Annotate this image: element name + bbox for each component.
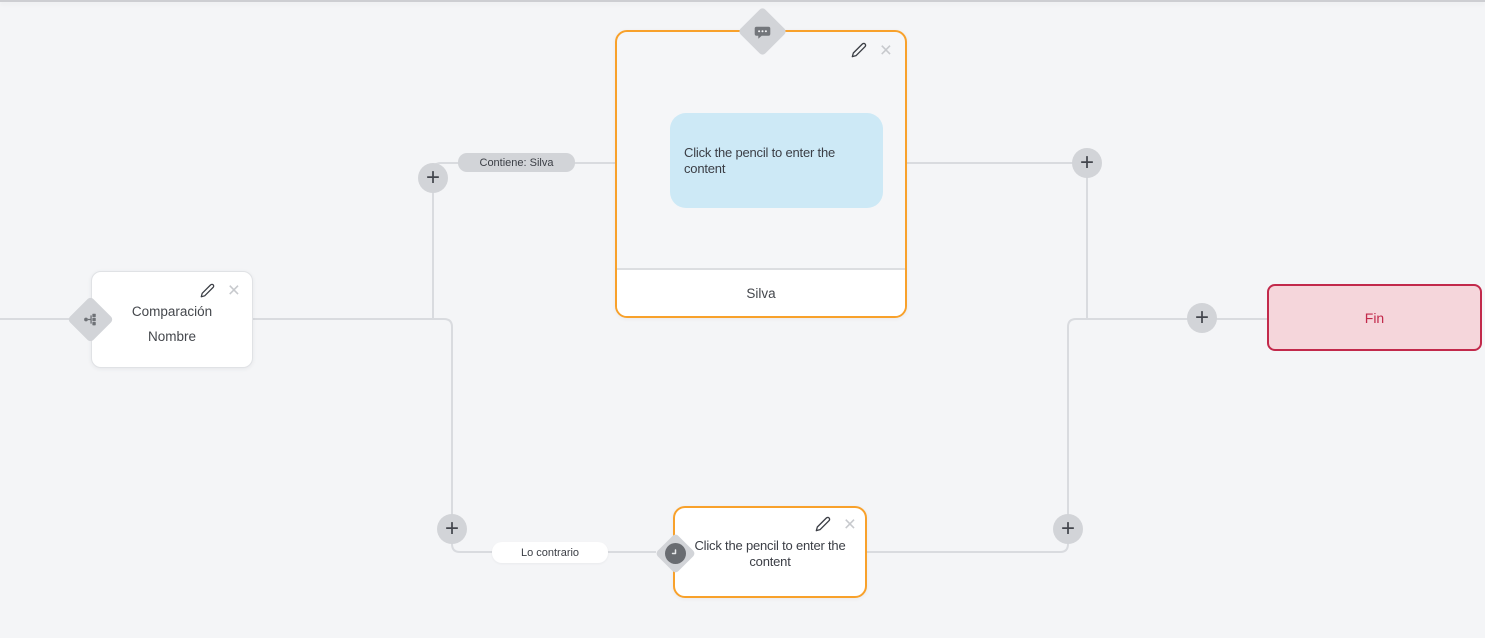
end-node[interactable]: Fin xyxy=(1267,284,1482,351)
edge-reply-to-end xyxy=(865,318,1268,553)
clock-icon xyxy=(665,543,686,564)
edge-label-otherwise: Lo contrario xyxy=(492,542,608,563)
chat-bubble-icon xyxy=(754,23,772,41)
edge-condition-to-reply xyxy=(253,318,656,553)
add-node-button-top-left[interactable]: + xyxy=(418,163,448,193)
condition-title-line1: Comparación xyxy=(131,304,213,319)
edge-condition-to-message xyxy=(432,162,616,318)
edge-label-contains: Contiene: Silva xyxy=(458,153,575,172)
condition-diamond-badge xyxy=(67,296,114,343)
message-placeholder-text: Click the pencil to enter the content xyxy=(684,144,836,176)
message-node-footer: Silva xyxy=(617,268,905,316)
add-node-button-before-end[interactable]: + xyxy=(1187,303,1217,333)
reply-node[interactable]: × Click the pencil to enter the content xyxy=(654,506,867,598)
canvas-top-border xyxy=(0,0,1485,2)
close-icon[interactable]: × xyxy=(227,279,240,302)
message-diamond-badge xyxy=(737,6,788,57)
message-bubble: Click the pencil to enter the content xyxy=(670,113,883,208)
add-node-button-top-right[interactable]: + xyxy=(1072,148,1102,178)
reply-placeholder-text: Click the pencil to enter the content xyxy=(694,538,846,569)
edit-pencil-icon[interactable] xyxy=(815,516,831,532)
condition-node-title: Comparación Nombre xyxy=(92,299,252,349)
edit-pencil-icon[interactable] xyxy=(851,42,867,58)
close-icon[interactable]: × xyxy=(843,512,856,536)
reply-diamond-badge xyxy=(654,532,697,575)
condition-node[interactable]: × Comparación Nombre xyxy=(67,271,253,368)
end-node-label: Fin xyxy=(1364,309,1385,326)
message-node[interactable]: × Click the pencil to enter the content … xyxy=(615,6,907,318)
close-icon[interactable]: × xyxy=(879,38,892,62)
edit-pencil-icon[interactable] xyxy=(200,283,215,298)
message-node-name: Silva xyxy=(746,285,776,301)
condition-title-line2: Nombre xyxy=(147,329,196,344)
add-node-button-bottom-right[interactable]: + xyxy=(1053,514,1083,544)
split-icon xyxy=(83,312,98,327)
add-node-button-bottom-left[interactable]: + xyxy=(437,514,467,544)
